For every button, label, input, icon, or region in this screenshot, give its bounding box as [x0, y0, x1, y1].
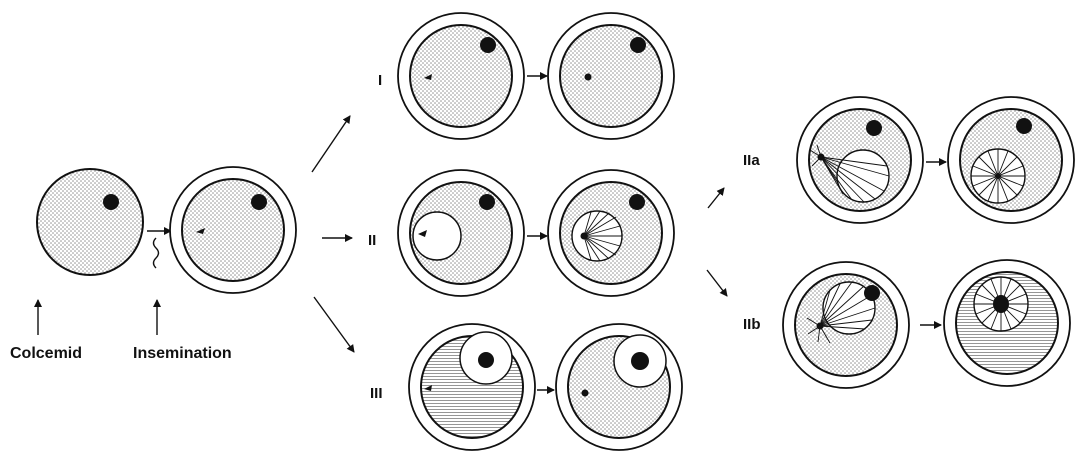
egg-ii-stage1: [398, 170, 524, 296]
label-pathway-iia: IIa: [743, 152, 760, 169]
female-pronucleus: [629, 194, 645, 210]
egg-inseminated: [170, 167, 296, 293]
branch-arrow-iii: [314, 297, 354, 352]
caption-colcemid: Colcemid: [10, 345, 82, 362]
female-pronucleus: [479, 194, 495, 210]
female-pronucleus: [864, 285, 880, 301]
label-pathway-iib: IIb: [743, 316, 761, 333]
female-pronucleus: [631, 352, 649, 370]
female-pronucleus: [251, 194, 267, 210]
sperm-icon: [154, 238, 159, 268]
branch-arrow-iib: [707, 270, 727, 296]
female-pronucleus: [480, 37, 496, 53]
egg-iib-stage2: [944, 260, 1070, 386]
label-pathway-i: I: [378, 72, 382, 89]
female-pronucleus: [630, 37, 646, 53]
sperm-aster: [971, 149, 1025, 203]
sperm-aster: [974, 277, 1028, 331]
label-pathway-ii: II: [368, 232, 376, 249]
egg-ii-stage2: [548, 170, 674, 296]
female-pronucleus: [866, 120, 882, 136]
female-pronucleus: [103, 194, 119, 210]
egg-colcemid: [37, 169, 143, 275]
sperm-nucleus: [582, 390, 589, 397]
egg-iii-stage1: [409, 324, 535, 450]
clear-zone: [413, 212, 461, 260]
egg-iib-stage1: [783, 262, 909, 388]
female-pronucleus: [478, 352, 494, 368]
female-pronucleus: [1016, 118, 1032, 134]
fused-nuclei: [993, 295, 1009, 313]
egg-iii-stage2: [556, 324, 682, 450]
branch-arrow-i: [312, 116, 350, 172]
branch-arrow-iia: [708, 188, 724, 208]
caption-insemination: Insemination: [133, 345, 232, 362]
label-pathway-iii: III: [370, 385, 383, 402]
sperm-nucleus: [585, 74, 592, 81]
egg-iia-stage2: [948, 97, 1074, 223]
egg-iia-stage1: [797, 97, 923, 223]
sperm-entry: [147, 231, 171, 268]
sperm-aster: [572, 211, 622, 261]
egg-i-stage1: [398, 13, 524, 139]
egg-i-stage2: [548, 13, 674, 139]
